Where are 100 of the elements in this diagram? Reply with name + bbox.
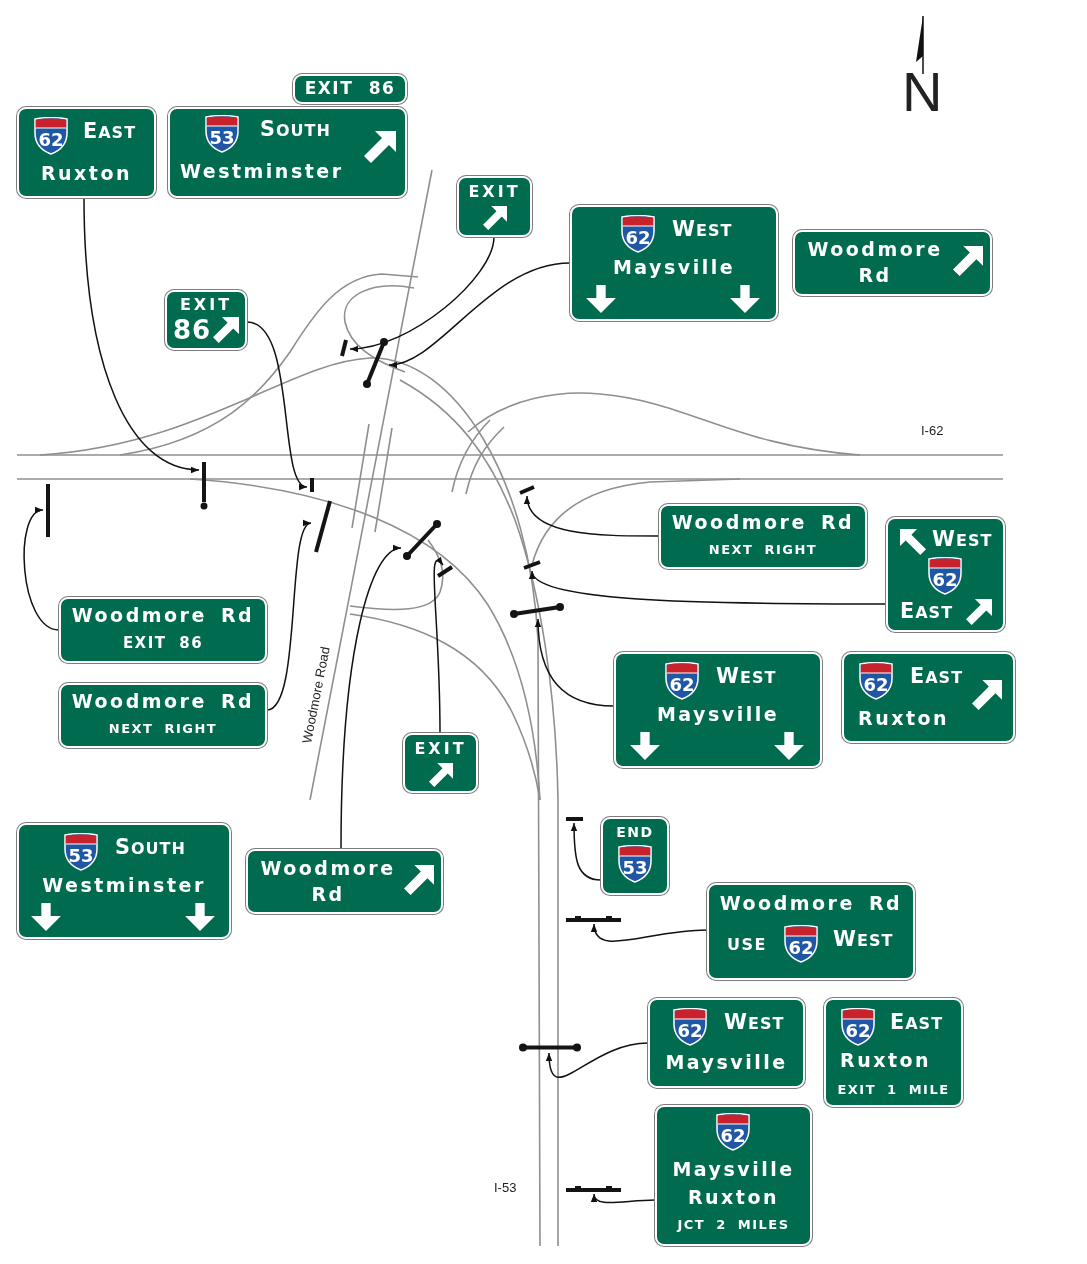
- direction-text: EAST: [910, 666, 964, 688]
- interstate-shield: 62: [672, 1008, 708, 1046]
- sign-symbol-icon: [338, 339, 350, 357]
- leader-arrow: [570, 822, 602, 881]
- guide-sign: [707, 883, 915, 980]
- overhead-sign-symbol-icon: [518, 1042, 582, 1053]
- sign-symbol-icon: [311, 499, 335, 554]
- interstate-shield: 62: [783, 925, 819, 963]
- direction-text: WEST: [932, 529, 993, 551]
- direction-text: WEST: [833, 929, 894, 951]
- direction-text: SOUTH: [115, 837, 186, 859]
- leader-arrow: [535, 618, 615, 707]
- overhead-sign-symbol-icon: [509, 602, 565, 619]
- sign-legend-text: END: [615, 823, 655, 841]
- guide-sign: [246, 849, 443, 914]
- exit-number-text: EXIT 86: [303, 77, 397, 99]
- leader-arrow: [23, 509, 60, 631]
- guide-sign: [17, 107, 156, 198]
- guide-sign: [601, 817, 669, 895]
- guide-sign: [59, 597, 267, 663]
- leader-arrow: [388, 262, 571, 367]
- destination-text: Ruxton: [39, 161, 134, 185]
- guide-sign: [403, 733, 478, 793]
- guide-sign: [168, 107, 407, 198]
- overhead-sign-symbol-icon: [362, 337, 389, 389]
- exit-text: EXIT: [467, 182, 522, 202]
- guide-sign: [824, 998, 963, 1107]
- direction-text: SOUTH: [260, 119, 331, 141]
- direction-text: WEST: [672, 219, 733, 241]
- guide-sign: [793, 230, 992, 296]
- destination-text: Woodmore Rd: [670, 510, 856, 534]
- sign-symbol-icon: [307, 476, 317, 494]
- leader-arrow: [266, 522, 312, 711]
- interstate-shield: 53: [204, 115, 240, 153]
- direction-text: EAST: [890, 1012, 944, 1034]
- leader-arrow: [546, 1042, 649, 1078]
- leader-arrow: [531, 570, 887, 605]
- interstate-shield: 62: [33, 117, 69, 155]
- direction-text: EAST: [900, 601, 954, 623]
- guide-sign: [165, 290, 247, 350]
- sign-symbol-icon: [522, 559, 542, 571]
- road-label: I-62: [921, 424, 944, 437]
- sign-legend-text: EXIT 1 MILE: [836, 1082, 951, 1098]
- leader-arrow: [592, 1193, 656, 1204]
- direction-text: WEST: [724, 1012, 785, 1034]
- interstate-shield: 62: [715, 1113, 751, 1151]
- destination-text: Woodmore Rd: [806, 237, 944, 288]
- leader-arrow: [525, 495, 660, 537]
- destination-text: Westminster: [41, 873, 207, 897]
- destination-text: Ruxton: [840, 1048, 932, 1072]
- destination-text: Maysville: [611, 255, 737, 279]
- direction-text: EAST: [83, 121, 137, 143]
- sign-symbol-icon: [518, 484, 536, 496]
- guide-sign: [842, 652, 1015, 743]
- guide-sign: [659, 504, 867, 569]
- guide-sign: [17, 823, 231, 939]
- leader-arrow: [349, 236, 495, 352]
- destination-text: Maysville: [655, 702, 781, 726]
- road-label: Woodmore Road: [300, 645, 332, 745]
- leader-arrow: [591, 923, 708, 942]
- guide-sign: [614, 652, 822, 768]
- guide-sign: [457, 176, 532, 237]
- interstate-shield: 62: [840, 1008, 876, 1046]
- interstate-shield: 62: [620, 215, 656, 253]
- sign-legend-text: NEXT RIGHT: [707, 542, 819, 558]
- guide-sign: [59, 683, 267, 748]
- sign-legend-text: USE: [727, 935, 767, 955]
- destination-text: Woodmore Rd: [70, 603, 256, 627]
- destination-text: Westminster: [180, 159, 344, 183]
- exit-number: 86: [173, 314, 212, 347]
- ground-sign-symbol-icon: [565, 1184, 622, 1194]
- leader-arrow: [83, 197, 200, 473]
- interstate-shield: 62: [858, 662, 894, 700]
- road-label: I-53: [494, 1181, 517, 1194]
- overhead-sign-symbol-icon: [401, 519, 443, 562]
- direction-text: WEST: [716, 666, 777, 688]
- ground-sign-symbol-icon: [565, 914, 622, 924]
- guide-sign: [570, 205, 778, 321]
- leader-arrow: [246, 321, 308, 488]
- destination-text: Ruxton: [686, 1185, 781, 1209]
- sign-legend-text: JCT 2 MILES: [675, 1217, 791, 1233]
- destination-text: Maysville: [671, 1157, 796, 1181]
- interstate-shield: 53: [617, 845, 653, 883]
- exit-text: EXIT: [413, 739, 468, 759]
- interstate-shield: 53: [63, 833, 99, 871]
- sign-legend-text: EXIT 86: [121, 634, 205, 653]
- destination-text: Woodmore Rd: [70, 689, 256, 713]
- interstate-shield: 62: [927, 557, 963, 595]
- destination-text: Maysville: [664, 1050, 789, 1074]
- exit-number-plate: [293, 74, 407, 104]
- interstate-shield: 62: [664, 662, 700, 700]
- destination-text: Woodmore Rd: [259, 856, 397, 907]
- leader-arrow: [340, 547, 402, 850]
- guide-sign: [648, 998, 805, 1088]
- guide-sign: [655, 1105, 812, 1246]
- sign-symbol-icon: [436, 565, 454, 578]
- guide-sign: [886, 517, 1005, 632]
- leader-arrow: [433, 557, 444, 734]
- north-label: N: [902, 64, 943, 120]
- destination-text: Ruxton: [858, 706, 950, 730]
